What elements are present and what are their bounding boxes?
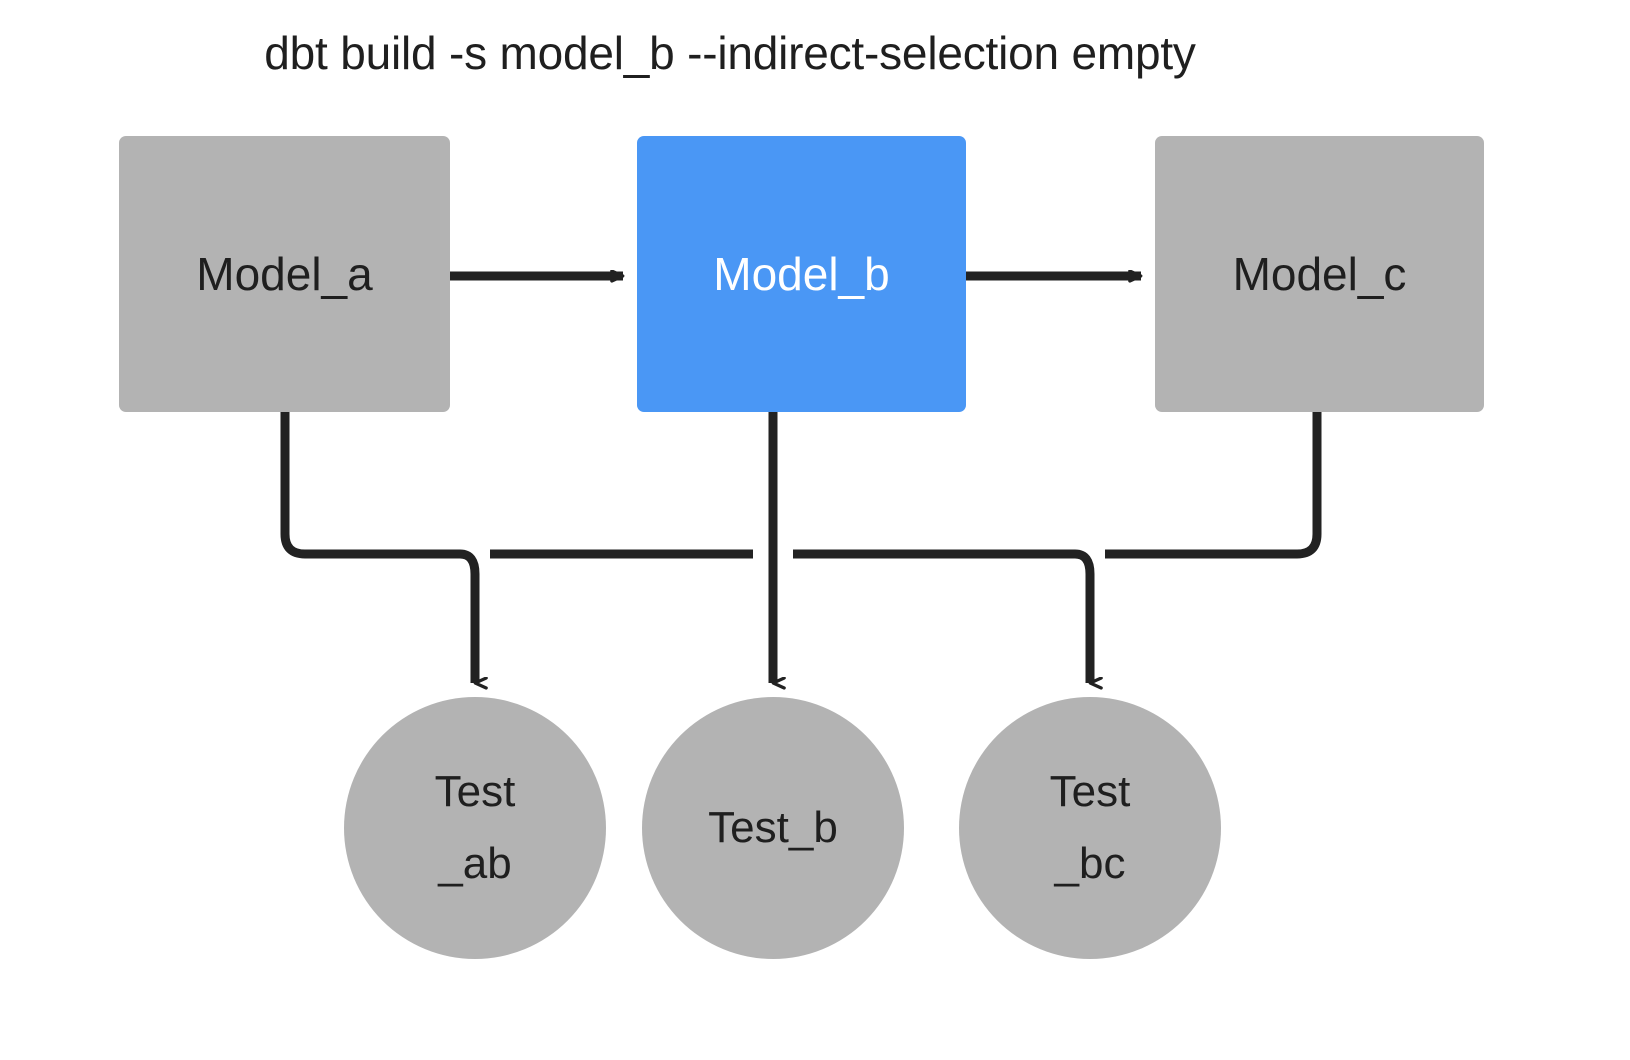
node-test-b[interactable]: Test_b: [642, 697, 904, 959]
edge-bus-to-test-bc: [1074, 549, 1090, 683]
edge-model-a-to-bus: [280, 412, 460, 559]
node-model-c[interactable]: Model_c: [1155, 136, 1484, 412]
edge-model-c-to-bus: [1105, 412, 1322, 559]
node-test-ab-label-line-2: _ab: [438, 839, 512, 888]
diagram-title: dbt build -s model_b --indirect-selectio…: [264, 27, 1196, 79]
node-model-a-label: Model_a: [196, 248, 373, 300]
node-test-bc-label-line-2: _bc: [1054, 839, 1126, 888]
node-model-c-label: Model_c: [1232, 248, 1407, 300]
node-model-b[interactable]: Model_b: [637, 136, 966, 412]
node-model-b-label: Model_b: [713, 248, 890, 300]
edge-bus-to-test-ab: [459, 549, 475, 683]
node-test-ab[interactable]: Test _ab: [344, 697, 606, 959]
node-test-bc[interactable]: Test _bc: [959, 697, 1221, 959]
node-test-bc-label-line-1: Test: [1049, 767, 1131, 816]
node-test-b-label-line-1: Test_b: [708, 803, 838, 852]
node-model-a[interactable]: Model_a: [119, 136, 450, 412]
node-test-ab-label-line-1: Test: [434, 767, 516, 816]
